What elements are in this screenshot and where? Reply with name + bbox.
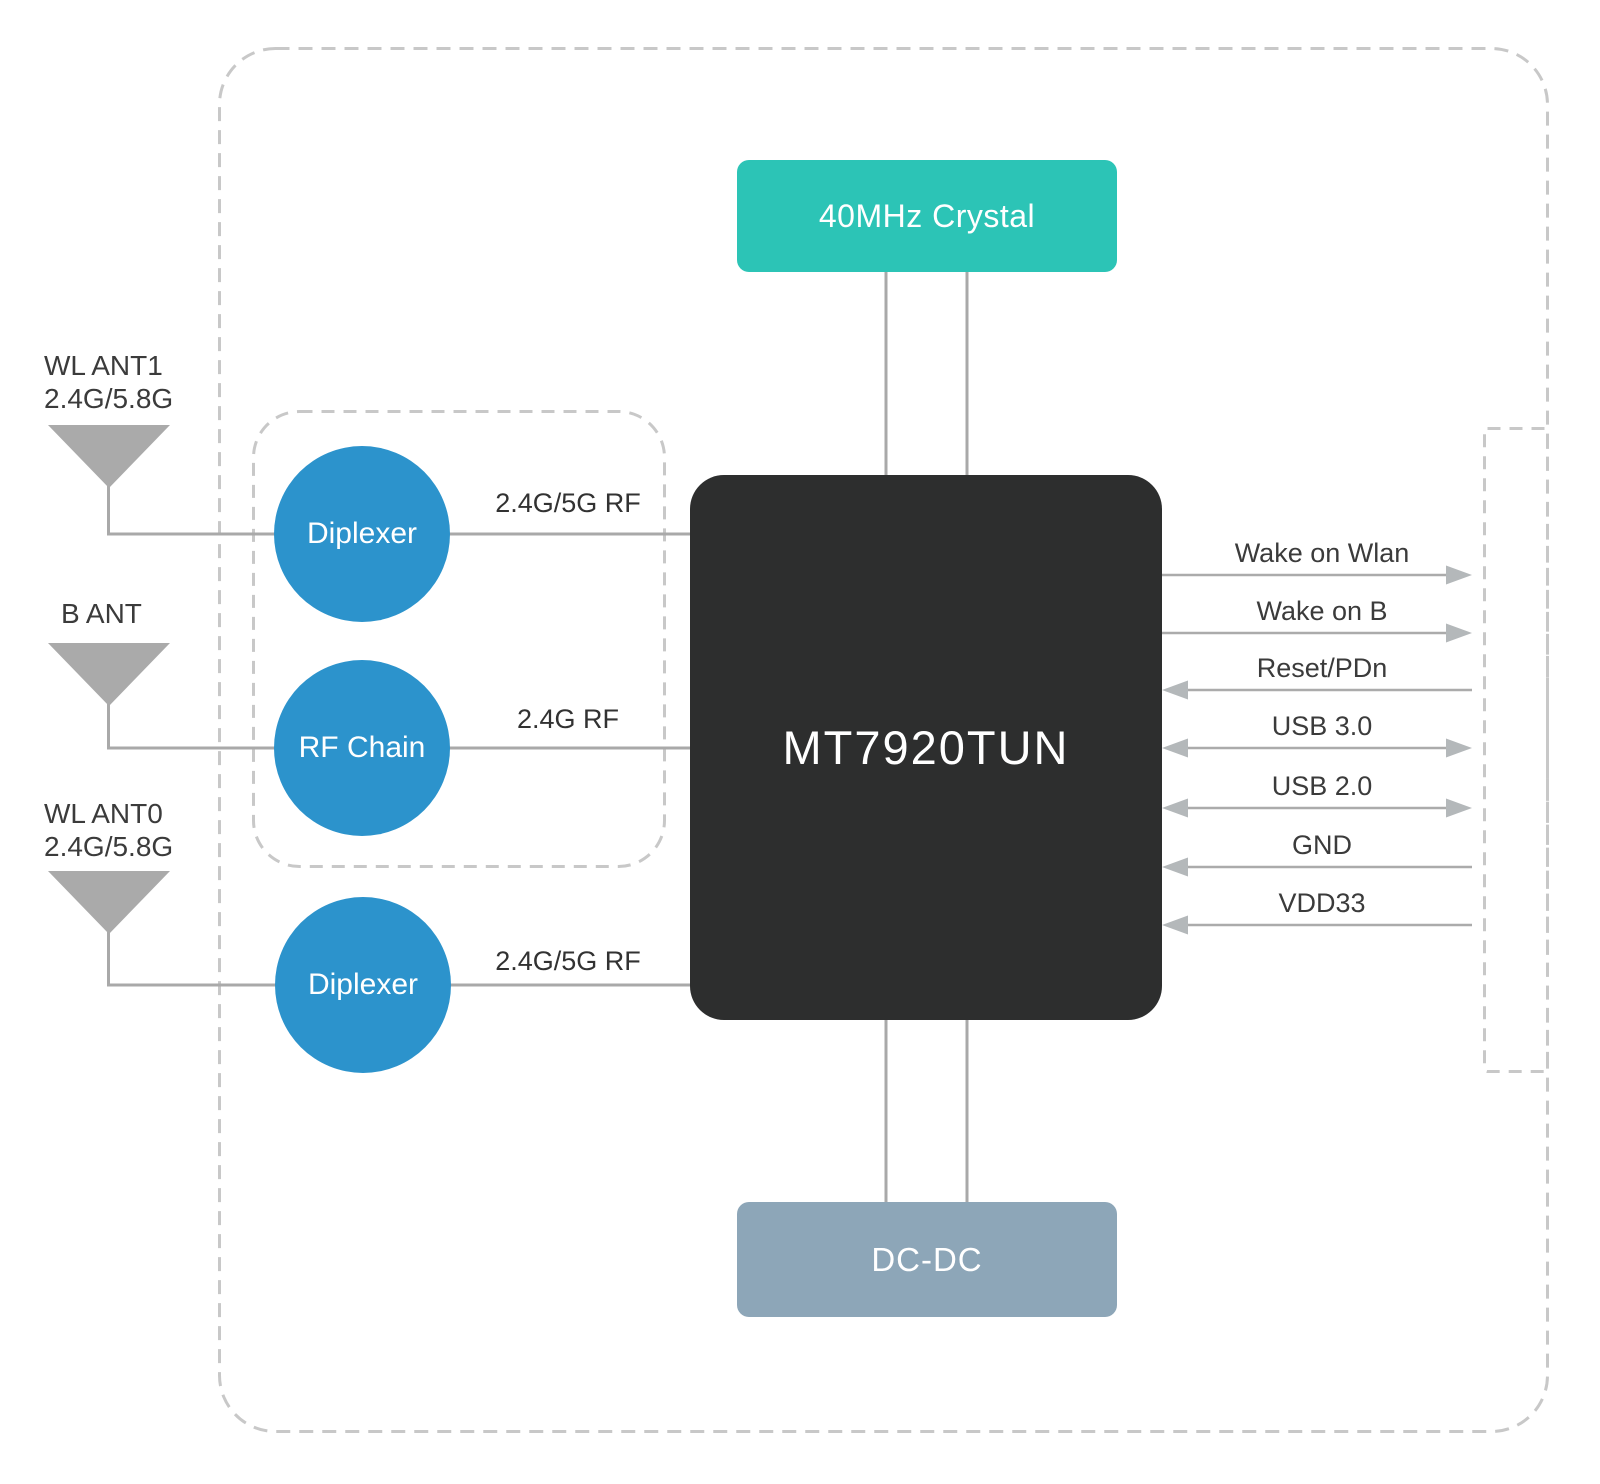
arrow-right-icon-wake-on-b: [1446, 623, 1472, 643]
signal-label-gnd: GND: [1292, 830, 1352, 860]
dcdc-block: DC-DC: [737, 1202, 1117, 1317]
arrow-left-icon-usb30: [1162, 738, 1188, 758]
chip-label: MT7920TUN: [782, 721, 1070, 774]
arrow-right-icon-usb30: [1446, 738, 1472, 758]
crystal-label: 40MHz Crystal: [818, 197, 1036, 234]
arrow-left-icon-vdd33: [1162, 915, 1188, 935]
wire-bant-to-chip: [107, 704, 692, 750]
arrow-right-icon-wake-on-wlan: [1446, 565, 1472, 585]
antenna-icon-wl-ant1: [48, 425, 170, 488]
diplexer-1-label: Diplexer: [306, 517, 418, 550]
signal-label-wake-on-wlan: Wake on Wlan: [1234, 538, 1410, 568]
wire-label-diplexer-1: 2.4G/5G RF: [495, 488, 641, 518]
antenna-label-wl-ant0: WL ANT0 2.4G/5.8G: [44, 798, 174, 862]
crystal-block: 40MHz Crystal: [737, 160, 1117, 272]
dcdc-label: DC-DC: [871, 1240, 983, 1278]
antenna-icon-b-ant: [48, 643, 170, 706]
arrow-left-icon-gnd: [1162, 857, 1188, 877]
outer-dashed-border: [218, 47, 1549, 1433]
rf-front-end-dashed-border: [252, 410, 666, 868]
signal-label-reset-pdn: Reset/PDn: [1256, 653, 1388, 683]
wire-ant0-to-chip: [107, 932, 692, 987]
rf-chain-label: RF Chain: [298, 731, 426, 764]
diplexer-2-circle: Diplexer: [275, 897, 451, 1073]
antenna-icon-wl-ant0: [48, 871, 170, 934]
host-connector-dashed-border: [1483, 427, 1549, 1073]
wire-label-rf-chain: 2.4G RF: [516, 704, 620, 734]
rf-chain-circle: RF Chain: [274, 660, 450, 836]
antenna-label-b-ant: B ANT: [61, 598, 142, 629]
signal-label-wake-on-b: Wake on B: [1256, 596, 1388, 626]
wire-ant1-to-chip: [107, 486, 692, 536]
arrow-right-icon-usb20: [1446, 798, 1472, 818]
chip-block: MT7920TUN: [690, 475, 1162, 1020]
signal-label-vdd33: VDD33: [1278, 888, 1366, 918]
arrow-left-icon-reset-pdn: [1162, 680, 1188, 700]
signal-label-usb20: USB 2.0: [1271, 771, 1373, 801]
diplexer-2-label: Diplexer: [307, 968, 419, 1001]
signal-label-usb30: USB 3.0: [1271, 711, 1373, 741]
antenna-label-wl-ant1: WL ANT1 2.4G/5.8G: [44, 350, 174, 414]
arrow-left-icon-usb20: [1162, 798, 1188, 818]
wire-label-diplexer-2: 2.4G/5G RF: [495, 946, 641, 976]
diplexer-1-circle: Diplexer: [274, 446, 450, 622]
